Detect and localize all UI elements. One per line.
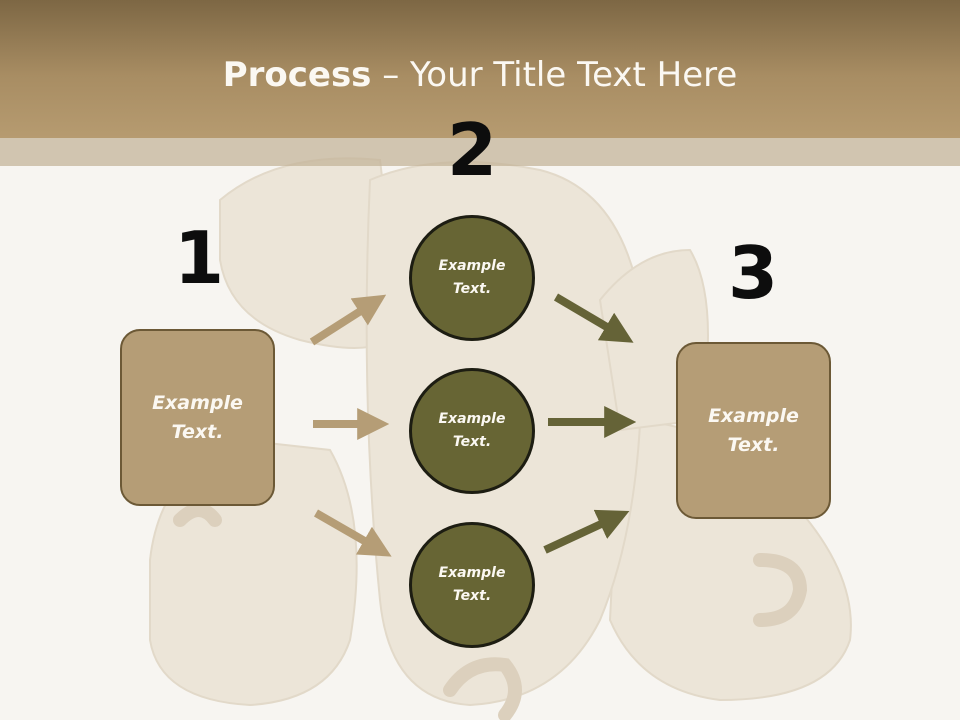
step-number-2: 2 <box>446 108 498 192</box>
title-rest: – Your Title Text Here <box>371 55 738 95</box>
step-2-circle-middle-text: Example Text. <box>438 411 506 450</box>
title-band <box>0 0 960 138</box>
step-2-circle-middle: Example Text. <box>409 368 535 494</box>
arrow-1-to-bottom <box>314 509 392 557</box>
title-underline-strip <box>0 138 960 166</box>
step-1-box: Example Text. <box>120 329 275 506</box>
step-2-circle-bottom: Example Text. <box>409 522 535 648</box>
step-2-circle-top: Example Text. <box>409 215 535 341</box>
step-1-text: Example Text. <box>152 391 243 443</box>
step-2-circle-top-text: Example Text. <box>438 258 506 297</box>
step-2-circle-bottom-text: Example Text. <box>438 565 506 604</box>
arrow-top-to-3 <box>553 293 634 343</box>
slide-title: Process – Your Title Text Here <box>0 52 960 98</box>
step-3-box: Example Text. <box>676 342 831 519</box>
arrow-1-to-top <box>309 294 387 346</box>
title-bold: Process <box>222 55 372 95</box>
arrow-bottom-to-3 <box>543 509 630 554</box>
step-3-text: Example Text. <box>708 404 799 456</box>
step-number-1: 1 <box>173 216 225 300</box>
step-number-3: 3 <box>727 231 779 315</box>
